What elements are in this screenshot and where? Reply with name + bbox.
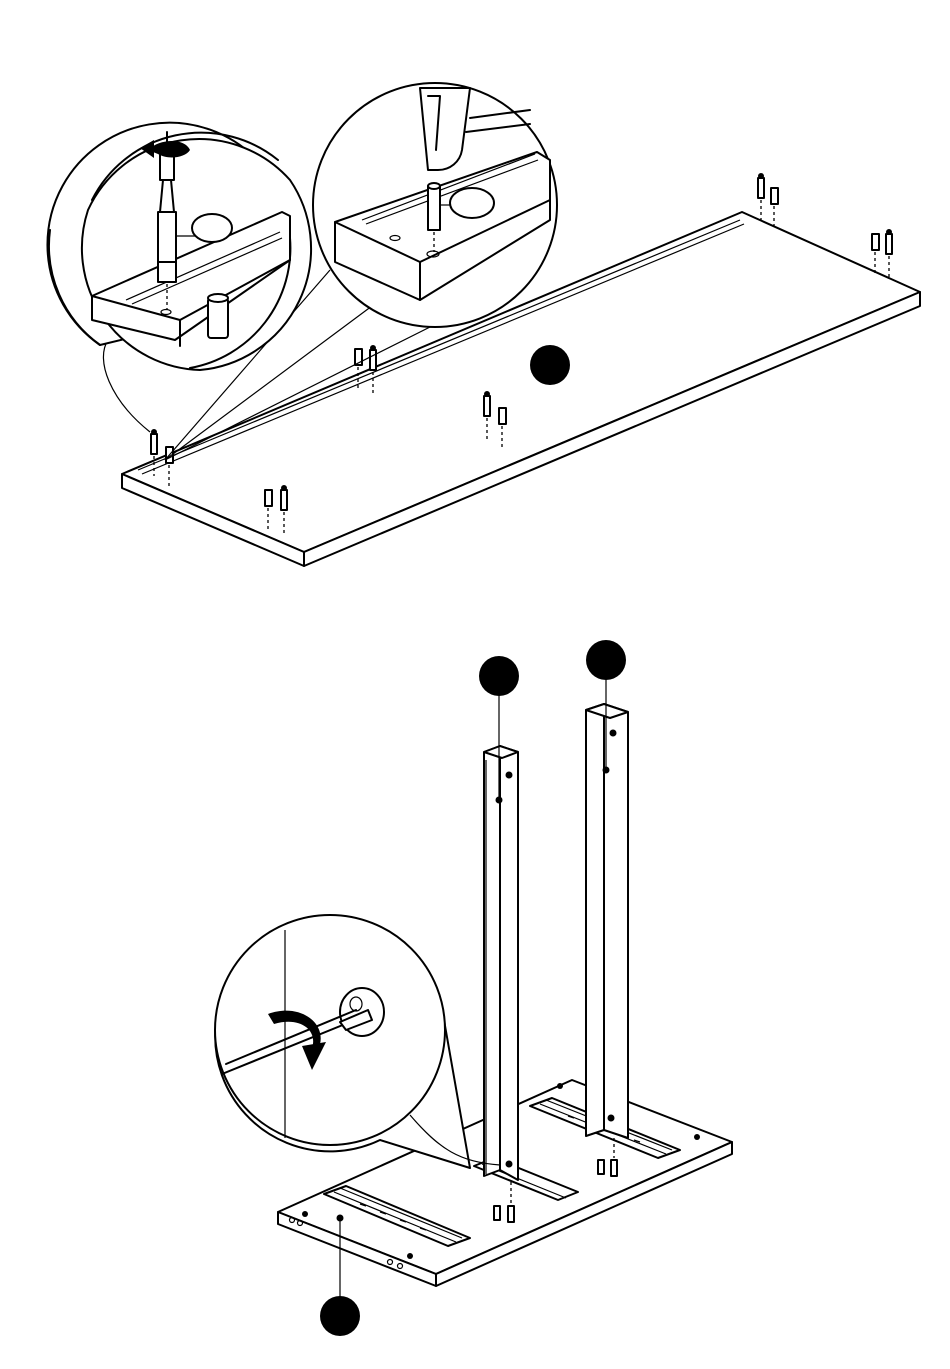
cam-bolt (758, 173, 764, 222)
zoom-detail-right (313, 83, 557, 327)
part-callout-dot (479, 656, 519, 696)
part-callout-dot (320, 1296, 360, 1336)
upright-panel-front (484, 746, 518, 1180)
part-callout-dot (530, 345, 570, 385)
zoom-detail-bottom (215, 915, 500, 1168)
part-callout-dot (586, 640, 626, 680)
wood-dowel (872, 234, 879, 274)
cam-bolt (886, 229, 892, 280)
wood-dowel (771, 188, 778, 228)
zoom-detail-left (47, 123, 311, 370)
